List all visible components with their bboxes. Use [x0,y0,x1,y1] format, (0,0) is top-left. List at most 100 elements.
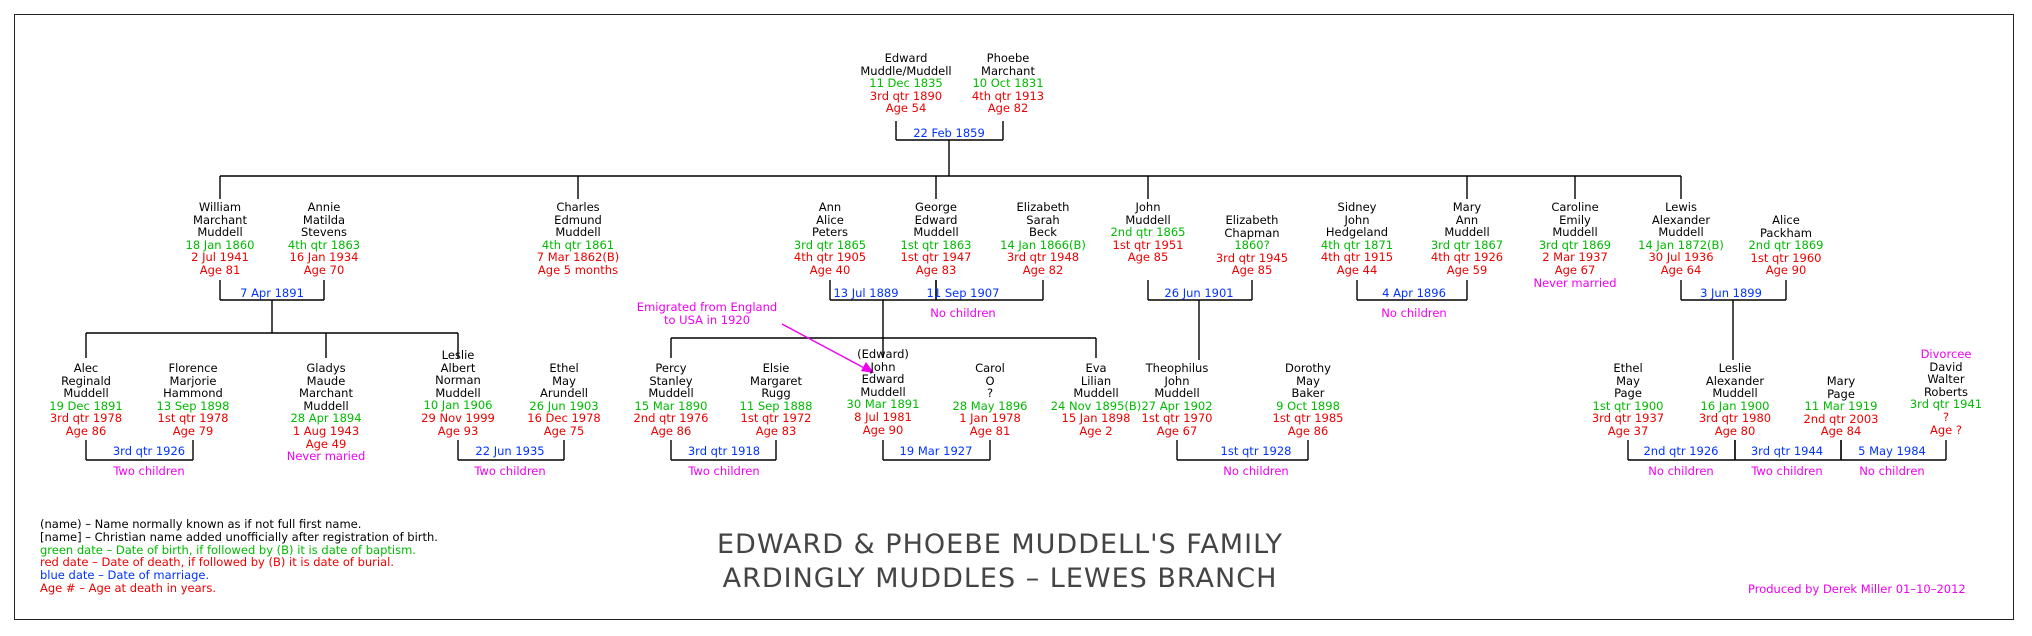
person-name: Theophilus [1145,361,1209,375]
age-at-death: Age 90 [1765,263,1807,278]
age-at-death: Age 82 [987,101,1029,116]
person-name: Ethel [1613,361,1643,375]
birth-date: 11 Sep 1888 [739,398,813,413]
person-name: Margaret [750,373,802,388]
death-date: 4th qtr 1926 [1430,250,1504,265]
diagram-frame [14,14,2014,620]
birth-date: 18 Jan 1860 [185,237,255,252]
person-name: May [1296,373,1320,388]
person-name: Edward [914,212,958,227]
person-name: Lilian [1080,373,1112,388]
person-name: Ann [818,200,842,214]
person-name: John [1344,212,1370,227]
birth-date: 28 Apr 1894 [290,411,362,426]
marriage-date-m_edward: 22 Feb 1859 [913,126,985,140]
page-title: EDWARD & PHOEBE MUDDELL'S FAMILY ARDINGL… [700,528,1300,596]
marriage-note-m_mary: No children [1381,306,1447,320]
birth-date: 9 Oct 1898 [1276,398,1340,413]
birth-date: 2nd qtr 1869 [1748,238,1824,253]
age-at-death: Age 37 [1607,423,1649,438]
person-name: Stanley [649,373,693,388]
age-at-death: Age 81 [969,423,1011,438]
marriage-date-m_william: 7 Apr 1891 [240,286,304,300]
person-name: Muddell [1444,225,1490,240]
person-name: Reginald [61,373,111,388]
person-name: Hedgeland [1325,225,1389,240]
marriage-note-m_mary_david: No children [1859,464,1925,478]
person-name: Muddell [1552,225,1598,240]
marriage-date-m_johne: 19 Mar 1927 [899,444,973,458]
legend-item: [name] – Christian name added unofficial… [40,529,438,544]
death-date: 1st qtr 1972 [740,411,812,426]
death-date: 7 Mar 1862(B) [536,250,620,265]
birth-date: 19 Dec 1891 [49,398,123,413]
age-at-death: Age 86 [1287,423,1329,438]
person-name: Alec [73,361,99,375]
person-name: Roberts [1923,384,1969,399]
age-at-death: Age 82 [1022,262,1064,277]
person-note: Never maried [286,449,366,464]
age-at-death: Age 84 [1820,424,1862,439]
person-name: Caroline [1551,200,1599,214]
person-name: Muddell [435,385,481,400]
person-name: Marchant [981,63,1035,78]
birth-date: 27 Apr 1902 [1141,398,1213,413]
age-at-death: Age 59 [1446,262,1488,277]
age-at-death: Age 86 [65,423,107,438]
age-at-death: Age 64 [1660,262,1702,277]
person-name: Sidney [1337,200,1377,214]
person-status: Divorcee [1920,347,1972,361]
birth-date: 3rd qtr 1867 [1430,237,1504,252]
age-at-death: Age 86 [650,423,692,438]
death-date: 30 Jul 1936 [1648,250,1714,265]
person-name: Muddell [555,225,601,240]
birth-date: 26 Jun 1903 [529,398,599,413]
age-at-death: Age 44 [1336,262,1378,277]
marriage-note-m_leslie2b: Two children [1751,464,1823,478]
marriage-date-m_alec: 3rd qtr 1926 [112,444,186,458]
birth-date: 30 Mar 1891 [846,397,920,412]
person-name: Leslie [1718,361,1752,375]
person-name: Chapman [1224,225,1280,240]
legend-item: Age # – Age at death in years. [40,580,217,595]
death-date: 2nd qtr 2003 [1803,411,1879,426]
person-name: Arundell [540,386,588,401]
person-name: Page [1827,386,1855,401]
credit: Produced by Derek Miller 01–10–2012 [1748,582,1966,596]
legend-item: blue date – Date of marriage. [40,568,210,583]
birth-date: 14 Jan 1866(B) [1000,237,1086,252]
age-at-death: Age 83 [915,262,957,277]
marriage-date-m_mary: 4 Apr 1896 [1382,286,1446,300]
legend-item: red date – Date of death, if followed by… [40,555,394,570]
age-at-death: Age 85 [1127,250,1169,265]
person-name: Phoebe [986,51,1030,65]
person-name: Rugg [761,386,791,401]
person-name: Emily [1559,212,1591,227]
person-name: Hammond [163,386,223,401]
person-name: Muddell [648,386,694,401]
age-at-death: Age 81 [199,262,241,277]
title-line-2: ARDINGLY MUDDLES – LEWES BRANCH [722,563,1278,594]
marriage-date-m_lewis: 3 Jun 1899 [1700,286,1762,300]
person-name: Alice [1772,213,1800,227]
death-date: 2 Jul 1941 [191,250,249,265]
person-name: Muddell [913,225,959,240]
person-name: Ethel [549,361,579,375]
age-at-death: Age 49 [305,436,347,451]
age-at-death: Age 40 [809,262,851,277]
person-name: Elizabeth [1225,213,1279,227]
person-name: David [1929,359,1963,374]
birth-date: 10 Jan 1906 [423,398,493,413]
birth-date: 4th qtr 1861 [541,237,615,252]
